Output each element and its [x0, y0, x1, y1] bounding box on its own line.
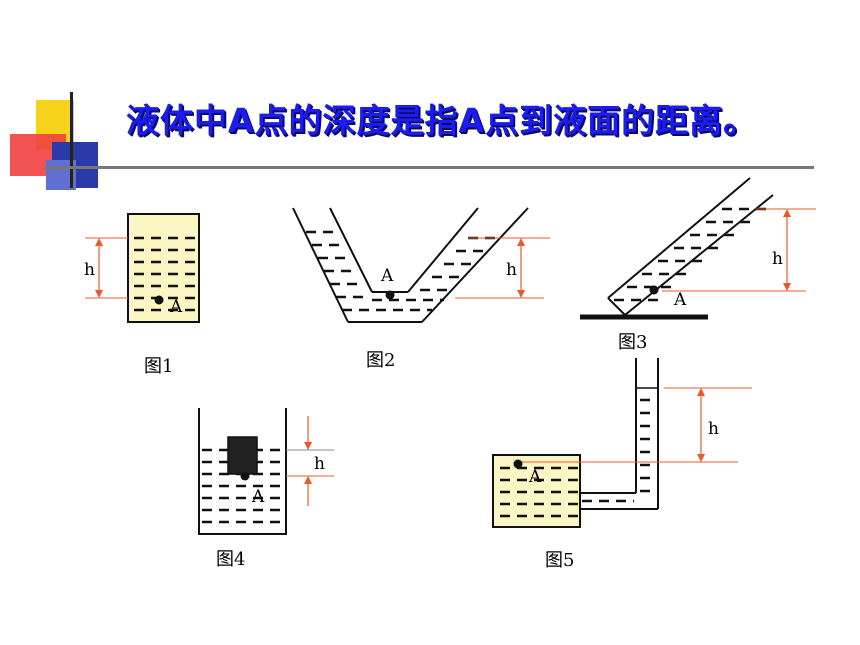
point-label: A — [251, 487, 265, 507]
figure-2: A h 图2 — [292, 207, 550, 371]
point-a-marker — [154, 295, 164, 305]
figure-5: A h 图5 — [492, 358, 752, 571]
figure-3: A h 图3 — [580, 177, 816, 353]
point-label: A — [528, 467, 542, 487]
height-label: h — [314, 454, 325, 474]
point-a-marker — [513, 459, 523, 469]
figure-caption: 图1 — [144, 356, 173, 377]
height-label: h — [772, 249, 783, 269]
figure-caption: 图3 — [618, 332, 647, 353]
height-label: h — [708, 419, 719, 439]
floating-block — [227, 436, 258, 475]
point-a-marker — [649, 285, 659, 295]
point-label: A — [380, 266, 394, 286]
figure-1: h A 图1 — [84, 213, 200, 377]
liquid-dashes — [306, 230, 500, 312]
figure-caption: 图5 — [545, 550, 574, 571]
header-decoration — [10, 92, 814, 190]
height-label: h — [84, 260, 95, 280]
point-label: A — [673, 290, 687, 310]
figure-4: A h 图4 — [198, 408, 334, 570]
figure-caption: 图2 — [366, 350, 395, 371]
liquid-dashes — [614, 207, 766, 302]
liquid-dashes — [134, 236, 198, 312]
point-a-marker — [385, 290, 395, 300]
point-label: A — [169, 297, 183, 317]
liquid-dashes — [500, 398, 654, 518]
figure-caption: 图4 — [216, 549, 245, 570]
point-a-marker — [240, 471, 250, 481]
slide-title: 液体中A点的深度是指A点到液面的距离。 — [126, 101, 758, 140]
height-label: h — [506, 260, 517, 280]
